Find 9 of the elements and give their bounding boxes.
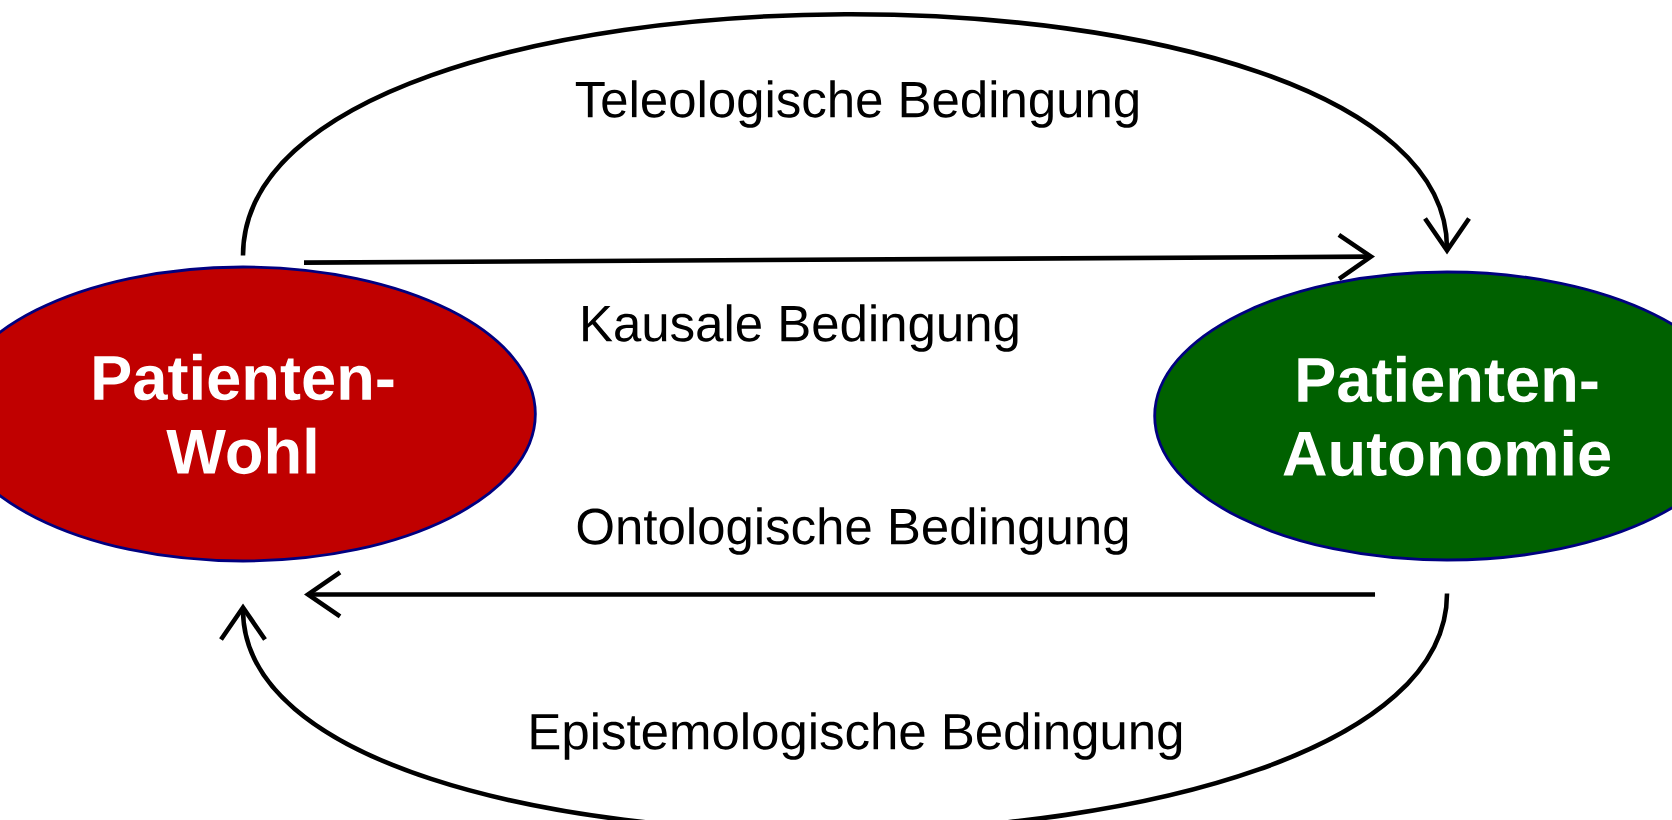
edge-label: Epistemologische Bedingung (523, 708, 1189, 764)
arrow (219, 592, 1450, 820)
ellipse-node: Patienten- Autonomie (1153, 270, 1672, 562)
edge-label: Teleologische Bedingung (571, 76, 1145, 132)
edge-label: Kausale Bedingung (575, 300, 1025, 356)
arrow (304, 232, 1376, 281)
arrow (304, 570, 1376, 619)
arrow (240, 12, 1471, 257)
edge-label: Ontologische Bedingung (571, 503, 1135, 559)
